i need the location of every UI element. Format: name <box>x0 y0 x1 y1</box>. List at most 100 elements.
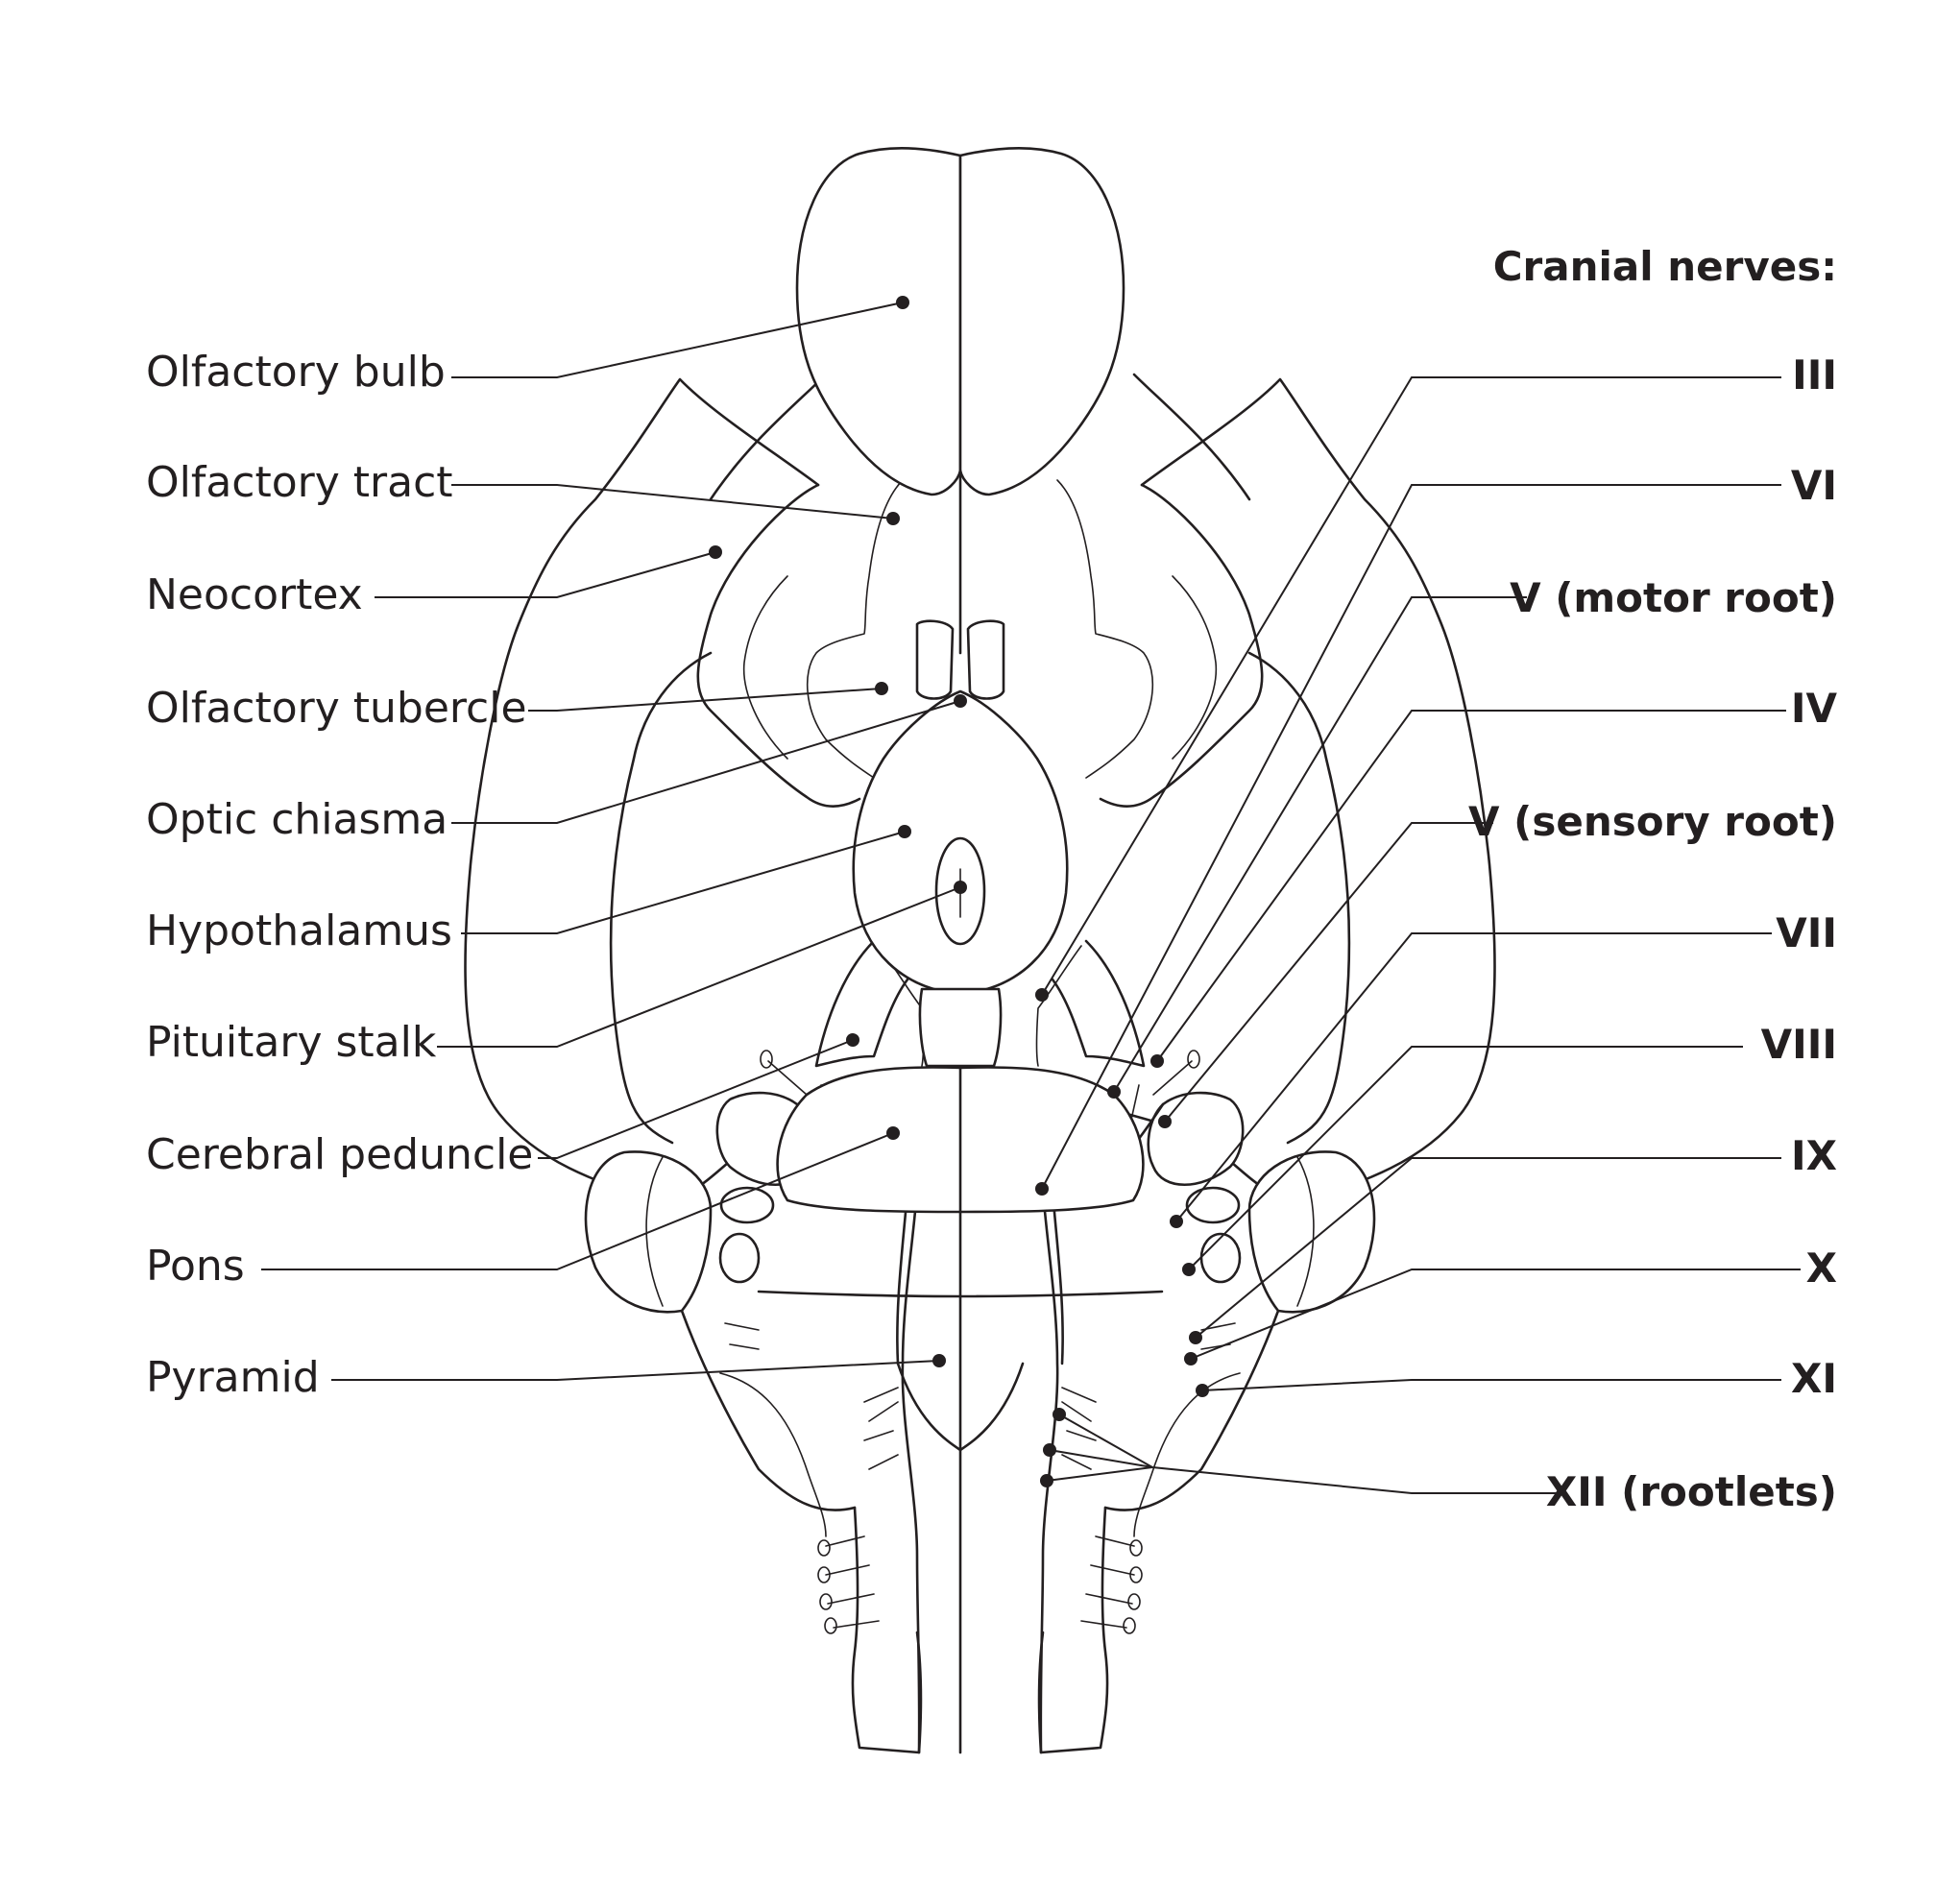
dot-IV <box>1150 1054 1164 1068</box>
dot-X <box>1184 1352 1198 1365</box>
label-olfactory-bulb: Olfactory bulb <box>146 348 446 397</box>
dot-III <box>1035 988 1049 1002</box>
dot-XI <box>1196 1384 1209 1397</box>
label-neocortex: Neocortex <box>146 570 363 619</box>
brain-right-half <box>988 373 1496 1754</box>
dot-pituitary-stalk <box>954 881 967 894</box>
leader-VI <box>1041 484 1781 1190</box>
flocculus-inner-line <box>645 1156 664 1307</box>
leader-cerebral-peduncle <box>538 1039 854 1159</box>
leader-pons <box>261 1132 894 1270</box>
spinal-cord-outline <box>851 1506 923 1754</box>
label-nerve-V-motor: V (motor root) <box>1510 574 1837 621</box>
left-leaders <box>261 296 967 1381</box>
neocortex-inner-edge <box>609 651 713 1145</box>
label-olfactory-tract: Olfactory tract <box>146 458 453 507</box>
dot-optic-chiasma <box>954 694 967 708</box>
nerve-rootlet-6 <box>827 1593 875 1605</box>
right-labels: Cranial nerves: III VI V (motor root) IV… <box>1468 243 1837 1515</box>
nerve-rootlet-1 <box>724 1322 760 1331</box>
dot-olfactory-tubercle <box>875 682 888 695</box>
pons-side-oval-1 <box>719 1186 775 1224</box>
brain-left-half <box>464 373 972 1754</box>
nerve-rootlet-3 <box>719 1372 827 1537</box>
left-labels: Olfactory bulb Olfactory tract Neocortex… <box>146 348 533 1402</box>
leader-olfactory-bulb <box>451 302 904 378</box>
label-nerve-XI: XI <box>1791 1355 1837 1402</box>
rootlet-end-1 <box>817 1539 831 1557</box>
optic-nerve-left <box>915 619 955 700</box>
nerve-rootlet-7 <box>833 1620 880 1629</box>
label-nerve-X: X <box>1806 1245 1837 1292</box>
dot-XII-a <box>1053 1408 1066 1421</box>
leader-olfactory-tract <box>451 484 894 520</box>
leader-hypothalamus <box>461 831 906 934</box>
label-nerve-VII: VII <box>1776 909 1837 956</box>
pons-side-oval-2 <box>718 1232 761 1284</box>
dot-XII-c <box>1040 1474 1053 1487</box>
label-nerve-XII: XII (rootlets) <box>1546 1468 1837 1515</box>
hypoglossal-rootlets <box>863 1387 899 1470</box>
label-pituitary-stalk: Pituitary stalk <box>146 1018 437 1067</box>
leader-VIII <box>1188 1046 1743 1270</box>
label-olfactory-tubercle: Olfactory tubercle <box>146 684 527 733</box>
tubercle-contour <box>742 575 788 760</box>
olfactory-tract-contour <box>806 479 904 779</box>
label-pons: Pons <box>146 1242 245 1291</box>
dot-olfactory-tract <box>886 512 900 525</box>
pyramid-decussation <box>896 1362 1025 1452</box>
label-cerebral-peduncle: Cerebral peduncle <box>146 1130 533 1179</box>
brain-drawing <box>464 147 1496 1754</box>
leader-neocortex <box>375 551 716 598</box>
label-optic-chiasma: Optic chiasma <box>146 795 448 844</box>
leader-XII-c <box>1046 1466 1153 1482</box>
dot-VII <box>1170 1215 1183 1228</box>
label-nerve-VI: VI <box>1791 462 1837 509</box>
leader-III <box>1041 376 1781 996</box>
olfactory-bulb-left <box>795 147 962 496</box>
leader-IV <box>1156 710 1786 1062</box>
nerve-rootlet-5 <box>825 1564 870 1576</box>
leader-olfactory-tubercle <box>528 688 883 712</box>
rootlet-end-2 <box>817 1566 831 1583</box>
label-nerve-V-sensory: V (sensory root) <box>1468 798 1837 845</box>
dot-VI <box>1035 1182 1049 1196</box>
optic-nerve-right <box>966 619 1005 700</box>
leader-optic-chiasma <box>451 700 961 824</box>
nerve-rootlet-4 <box>825 1535 865 1547</box>
dot-V-sensory <box>1158 1115 1172 1128</box>
dot-cerebral-peduncle <box>846 1033 859 1047</box>
cerebral-peduncle-outline <box>814 939 909 1068</box>
oculomotor-stub-end <box>760 1050 773 1069</box>
label-nerve-IX: IX <box>1791 1132 1837 1179</box>
olfactory-bulb-right <box>958 147 1125 496</box>
leader-X <box>1190 1269 1801 1360</box>
right-leaders <box>1035 376 1801 1494</box>
leader-pituitary-stalk <box>437 886 961 1048</box>
dot-pons <box>886 1126 900 1140</box>
cranial-nerves-heading: Cranial nerves: <box>1493 243 1837 290</box>
label-hypothalamus: Hypothalamus <box>146 906 452 955</box>
bulb-lateral-outline <box>709 373 828 501</box>
dot-olfactory-bulb <box>896 296 909 309</box>
leader-IX <box>1195 1157 1781 1339</box>
leader-pyramid <box>331 1360 940 1381</box>
dot-V-motor <box>1107 1085 1121 1099</box>
dot-IX <box>1189 1331 1202 1344</box>
neocortex-outline <box>464 377 972 1203</box>
label-nerve-VIII: VIII <box>1761 1021 1837 1068</box>
label-pyramid: Pyramid <box>146 1353 320 1402</box>
piriform-lobe-outline <box>696 483 861 808</box>
leader-XI <box>1201 1379 1781 1391</box>
label-nerve-IV: IV <box>1791 685 1838 732</box>
leader-XII-b <box>1049 1449 1153 1468</box>
pyramid-outline <box>901 1189 921 1754</box>
nerve-rootlet-2 <box>729 1343 760 1350</box>
dot-pyramid <box>932 1354 946 1367</box>
medulla-lateral-outline <box>680 1309 857 1511</box>
rootlet-end-4 <box>824 1617 837 1634</box>
rootlet-end-3 <box>819 1593 833 1610</box>
dot-hypothalamus <box>898 825 911 838</box>
mammillary-region <box>918 987 1003 1068</box>
